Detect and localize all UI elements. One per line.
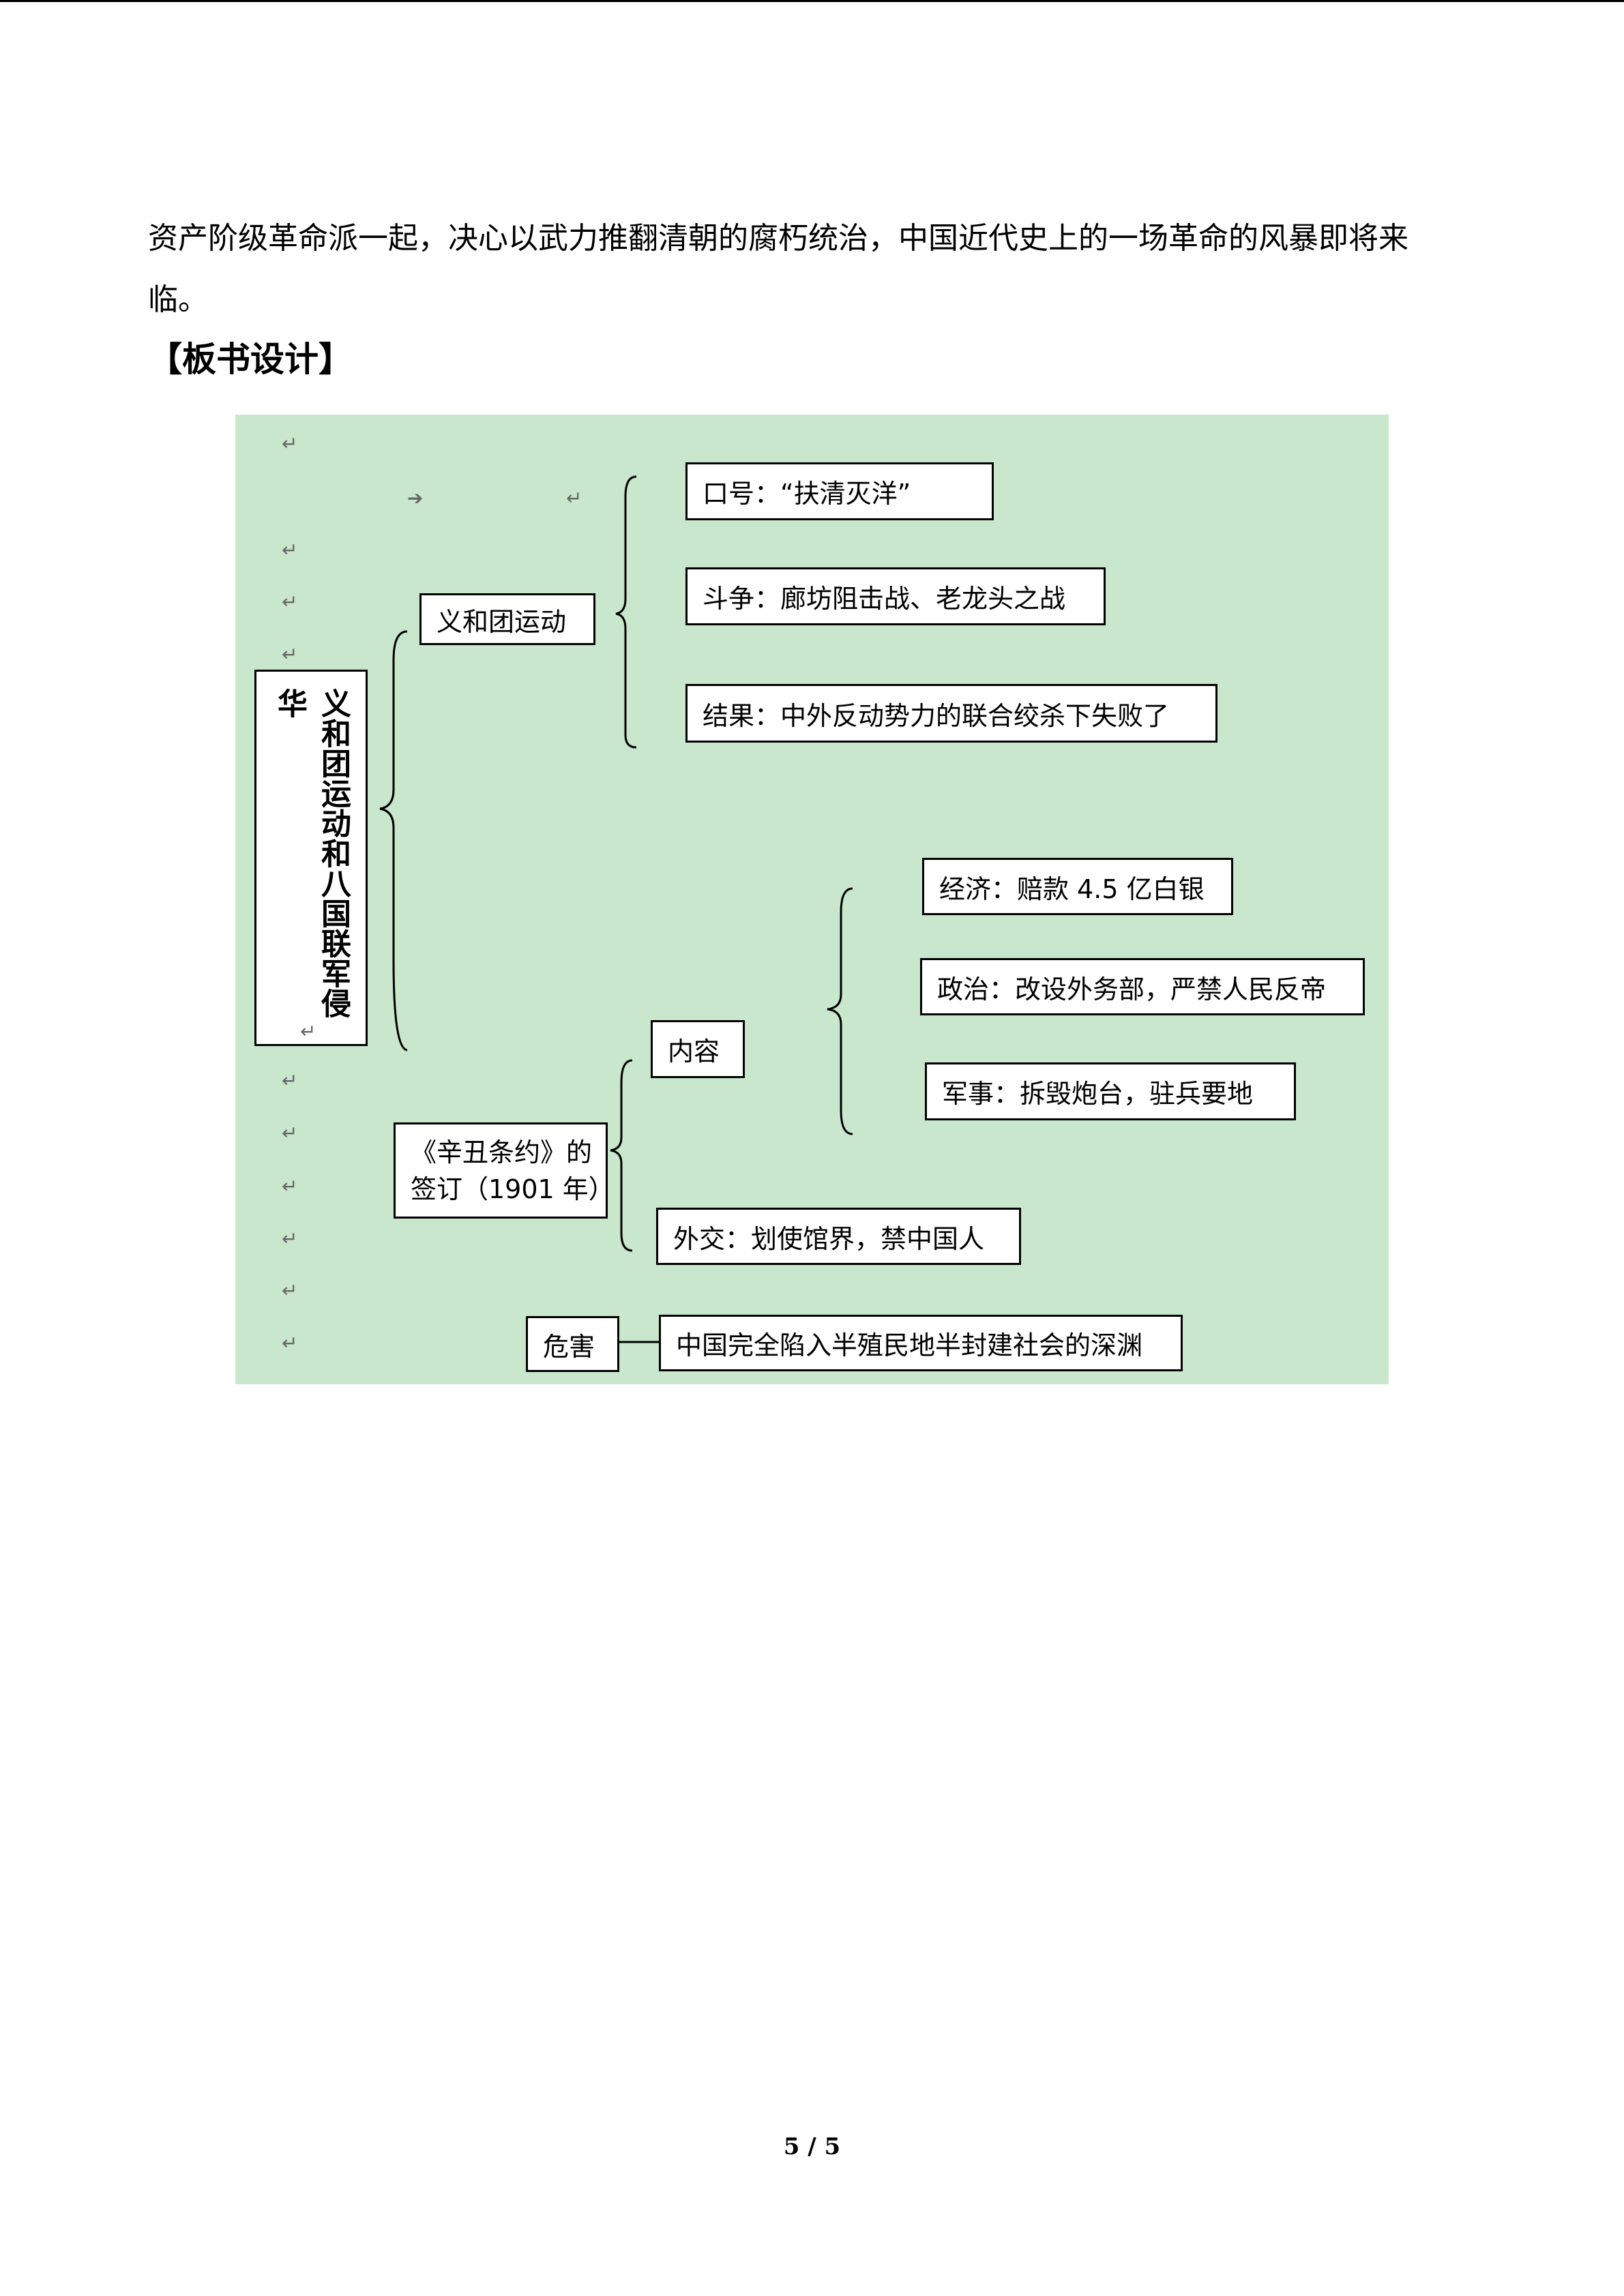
economy-box: 经济：赔款 4.5 亿白银 xyxy=(922,858,1233,915)
body-paragraph: 资产阶级革命派一起，决心以武力推翻清朝的腐朽统治，中国近代史上的一场革命的风暴即… xyxy=(148,221,1408,317)
return-mark: ↵ xyxy=(282,1069,298,1092)
result-box: 结果：中外反动势力的联合绞杀下失败了 xyxy=(685,684,1217,743)
branch2-brace xyxy=(610,1059,633,1252)
return-mark: ↵ xyxy=(282,643,298,666)
root-topic-box: 义和团运动和八国联军侵华 xyxy=(254,670,368,1046)
return-mark: ↵ xyxy=(282,432,298,455)
content-box: 内容 xyxy=(651,1020,745,1078)
return-mark: ↵ xyxy=(282,539,298,561)
return-mark: ↵ xyxy=(566,487,582,509)
page-number: 5 / 5 xyxy=(783,2133,841,2160)
branch-treaty-box: 《辛丑条约》的 签订（1901 年） xyxy=(394,1122,615,1219)
diagram-brackets xyxy=(379,475,853,1343)
harm-label-box: 危害 xyxy=(526,1316,619,1372)
branch-boxer-movement: 义和团运动 xyxy=(419,593,595,645)
return-mark: ↵ xyxy=(282,1332,298,1354)
slogan-box: 口号：“扶清灭洋” xyxy=(685,462,994,520)
page-top-rule xyxy=(0,0,1624,2)
politics-box: 政治：改设外务部，严禁人民反帝 xyxy=(920,958,1365,1015)
return-mark: ↵ xyxy=(282,1279,298,1302)
return-mark: ↵ xyxy=(282,591,298,613)
return-mark: ↵ xyxy=(282,1122,298,1144)
treaty-label-line1: 《辛丑条约》的 xyxy=(411,1137,593,1167)
diplomacy-box: 外交：划使馆界，禁中国人 xyxy=(656,1208,1021,1265)
return-mark: ↵ xyxy=(282,1227,298,1250)
branch1-brace xyxy=(615,475,637,749)
struggle-box: 斗争：廊坊阻击战、老龙头之战 xyxy=(685,567,1106,625)
root-brace xyxy=(379,630,408,1052)
content-brace xyxy=(827,887,853,1135)
section-heading: 【板书设计】 xyxy=(148,340,353,379)
harm-text-box: 中国完全陷入半殖民地半封建社会的深渊 xyxy=(659,1315,1183,1371)
blackboard-design-diagram: 义和团运动和八国联军侵华 义和团运动 口号：“扶清灭洋” 斗争：廊坊阻击战、老龙… xyxy=(235,415,1389,1384)
military-box: 军事：拆毁炮台，驻兵要地 xyxy=(925,1062,1296,1120)
return-mark: ↵ xyxy=(300,1020,316,1043)
treaty-label-line2: 签订（1901 年） xyxy=(411,1174,615,1204)
return-mark: ↵ xyxy=(282,1175,298,1197)
arrow-mark: ➔ xyxy=(407,487,424,509)
